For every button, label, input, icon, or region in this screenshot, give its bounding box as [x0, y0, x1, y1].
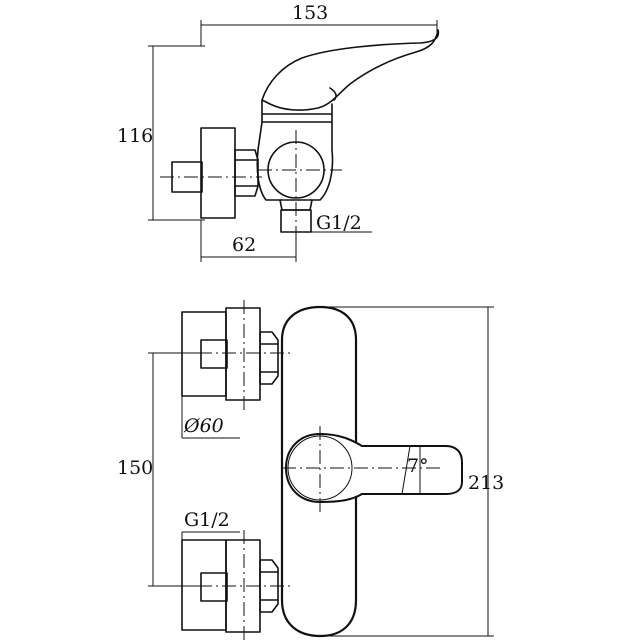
dimension-213: 213 — [316, 306, 504, 637]
dimension-62: 62 — [200, 220, 297, 262]
handle-neck — [261, 99, 333, 123]
body-height-label: 213 — [468, 472, 504, 494]
valve-body — [256, 121, 334, 201]
depth-label: 62 — [232, 234, 256, 256]
thread-label-front: G1/2 — [184, 509, 230, 531]
lever-handle — [261, 29, 440, 111]
lower-connection: G1/2 — [150, 509, 290, 640]
width-label: 153 — [292, 2, 328, 24]
front-view: 213 150 Ø60 — [117, 300, 504, 640]
center-distance-label: 150 — [117, 457, 153, 479]
dimension-116: 116 — [117, 45, 205, 221]
side-view: 153 116 62 — [117, 2, 440, 262]
thread-label-top: G1/2 — [316, 212, 362, 234]
wall-flange — [200, 127, 236, 219]
dimension-153: 153 — [200, 2, 438, 46]
outlet-thread — [280, 209, 312, 233]
flange-diameter-label: Ø60 — [183, 415, 224, 437]
dimension-150: 150 — [117, 352, 200, 587]
hex-nut — [234, 149, 259, 197]
upper-connection: Ø60 — [150, 300, 290, 439]
angle-label: 7° — [407, 455, 429, 477]
height-label: 116 — [117, 125, 153, 147]
mixer-body — [280, 305, 358, 638]
